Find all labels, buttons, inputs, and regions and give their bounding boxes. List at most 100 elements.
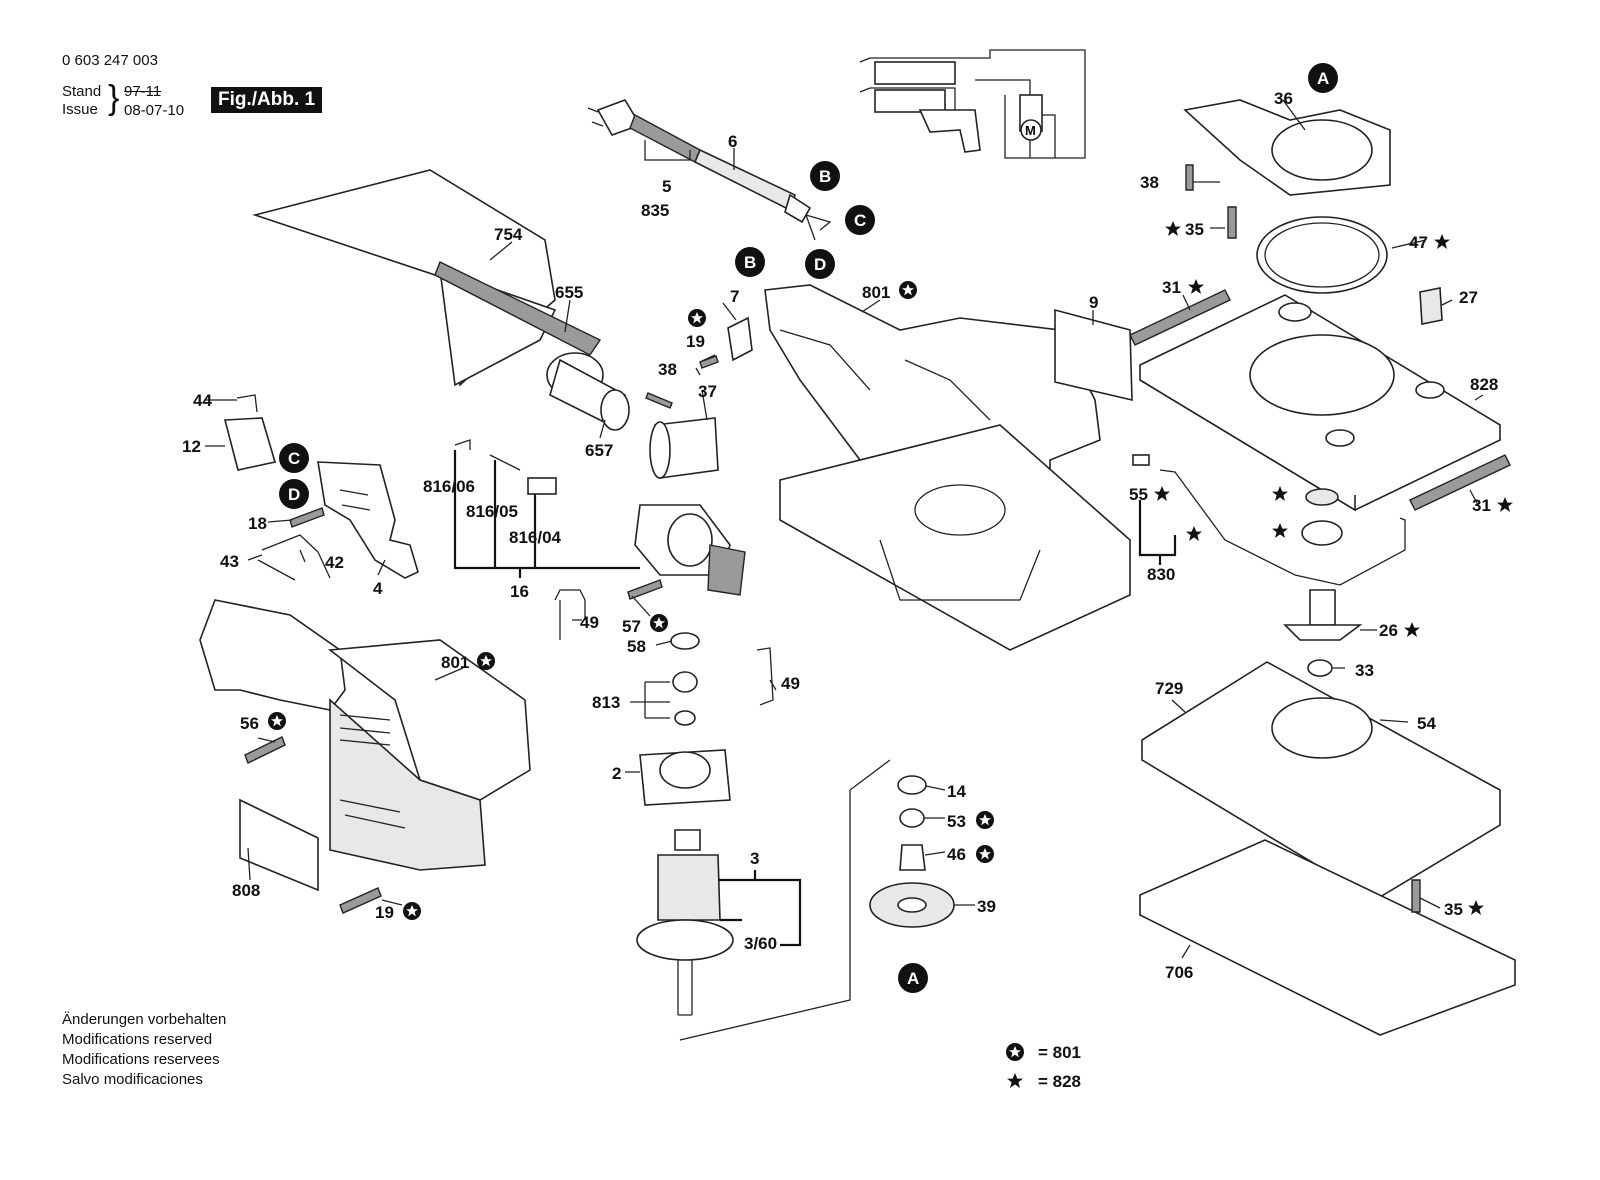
callout-b-cord: B: [810, 161, 840, 191]
legend-828: = 828: [1038, 1072, 1081, 1091]
star-icon: [1186, 526, 1202, 541]
label-19-upper: 19: [686, 332, 705, 351]
label-12: 12: [182, 437, 201, 456]
label-754: 754: [494, 225, 523, 244]
circle-star-icon: [899, 281, 917, 299]
footer-note-fr: Modifications reservees: [62, 1051, 220, 1068]
label-57: 57: [622, 617, 641, 636]
label-816-05: 816/05: [466, 502, 518, 521]
star-icon: [1272, 523, 1288, 538]
circle-star-icon: [976, 811, 994, 829]
label-813: 813: [592, 693, 620, 712]
circle-star-icon: [268, 712, 286, 730]
power-cord-group: [587, 99, 832, 241]
callout-d-switch: D: [279, 479, 309, 509]
circle-star-icon: [1006, 1043, 1024, 1061]
label-808: 808: [232, 881, 260, 900]
plug-55: [1132, 454, 1150, 466]
legend: = 801 = 828: [1006, 1043, 1081, 1091]
label-54: 54: [1417, 714, 1436, 733]
svg-text:D: D: [814, 255, 826, 274]
star-icon: [1188, 279, 1204, 294]
footer-note-es: Salvo modificaciones: [62, 1071, 203, 1088]
svg-text:A: A: [907, 969, 919, 988]
screw-icons: [244, 164, 1421, 914]
circle-star-icon: [976, 845, 994, 863]
label-37: 37: [698, 382, 717, 401]
label-31-upper: 31: [1162, 278, 1181, 297]
label-44: 44: [193, 391, 212, 410]
footer-note-en: Modifications reserved: [62, 1031, 213, 1048]
label-835: 835: [641, 201, 669, 220]
stand-label: Stand: [62, 83, 102, 100]
label-47: 47: [1409, 233, 1428, 252]
label-35-lower: 35: [1444, 900, 1463, 919]
motor-housing-upper: [764, 284, 1131, 651]
base-plate-828: [1129, 287, 1511, 512]
callout-c-cord: C: [845, 205, 875, 235]
label-4: 4: [373, 579, 383, 598]
label-27: 27: [1459, 288, 1478, 307]
svg-text:B: B: [819, 167, 831, 186]
motor-field-armature: [636, 632, 734, 1016]
circle-star-icon: [477, 652, 495, 670]
label-5: 5: [662, 177, 671, 196]
label-657: 657: [585, 441, 613, 460]
label-816-06: 816/06: [423, 477, 475, 496]
spring-wire-830: [1159, 469, 1406, 586]
label-6: 6: [728, 132, 737, 151]
label-31-lower: 31: [1472, 496, 1491, 515]
label-16: 16: [510, 582, 529, 601]
label-828: 828: [1470, 375, 1498, 394]
label-49-left: 49: [580, 613, 599, 632]
label-36: 36: [1274, 89, 1293, 108]
brush-holder-assembly: [454, 439, 774, 706]
svg-text:D: D: [288, 485, 300, 504]
callout-a-top: A: [1308, 63, 1338, 93]
footer-note-de: Änderungen vorbehalten: [62, 1011, 227, 1028]
label-14: 14: [947, 782, 966, 801]
circle-star-icon: [650, 614, 668, 632]
svg-text:C: C: [288, 449, 300, 468]
eccentric-group: [1283, 488, 1363, 677]
brace-symbol: }: [108, 79, 120, 117]
svg-text:C: C: [854, 211, 866, 230]
callout-a-gear: A: [898, 963, 928, 993]
callout-c-switch: C: [279, 443, 309, 473]
switch-cover-group: [649, 316, 753, 479]
issue-value: 08-07-10: [124, 102, 185, 119]
gear-stack: [679, 759, 955, 1041]
label-3-60: 3/60: [744, 934, 777, 953]
label-801-lower: 801: [441, 653, 469, 672]
label-9: 9: [1089, 293, 1098, 312]
sanding-pad-group: [1139, 661, 1516, 1036]
label-38-right: 38: [1140, 173, 1159, 192]
part-labels: 754 655 657 6 5 835 7 19 38 37 801 9 44 …: [182, 89, 1498, 982]
label-46: 46: [947, 845, 966, 864]
star-icon: [1468, 900, 1484, 915]
label-49-right: 49: [781, 674, 800, 693]
label-26: 26: [1379, 621, 1398, 640]
label-655: 655: [555, 283, 583, 302]
motor-housing-lower: [199, 599, 531, 871]
svg-text:B: B: [744, 253, 756, 272]
figure-label: Fig./Abb. 1: [211, 87, 323, 113]
label-2: 2: [612, 764, 621, 783]
dust-bag: [252, 169, 630, 431]
label-plate-9: [1054, 308, 1133, 402]
label-42: 42: [325, 553, 344, 572]
label-18: 18: [248, 514, 267, 533]
label-729: 729: [1155, 679, 1183, 698]
wiring-schematic: M: [859, 49, 1086, 159]
star-icon: [1404, 622, 1420, 637]
svg-text:A: A: [1317, 69, 1329, 88]
circle-star-icon: [403, 902, 421, 920]
label-58: 58: [627, 637, 646, 656]
label-35-upper: 35: [1185, 220, 1204, 239]
switch-assembly: [257, 461, 419, 581]
stand-value: 97-11: [124, 83, 162, 100]
label-706: 706: [1165, 963, 1193, 982]
star-icon: [1497, 497, 1513, 512]
